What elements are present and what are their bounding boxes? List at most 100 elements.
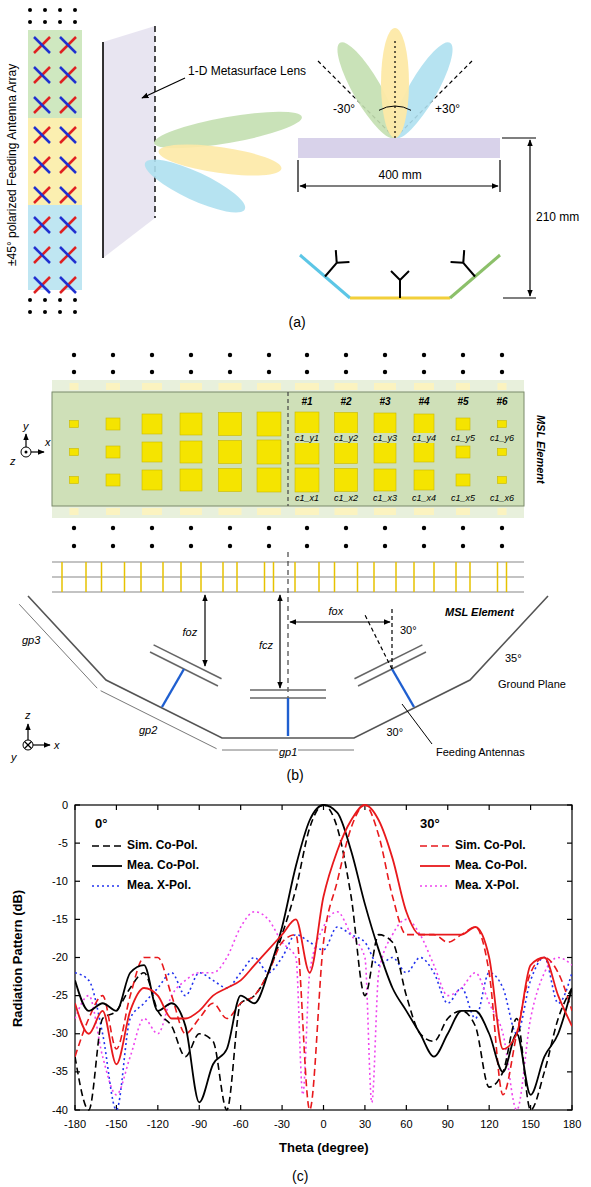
legend-sample bbox=[92, 885, 122, 887]
faded-patch bbox=[180, 383, 202, 390]
tick-mark bbox=[567, 919, 572, 920]
tick-mark bbox=[364, 1105, 365, 1110]
cross-element bbox=[60, 157, 76, 173]
metal-patch bbox=[374, 413, 396, 435]
faded-patch bbox=[219, 383, 242, 390]
metal-patch bbox=[219, 469, 242, 492]
antenna-stem bbox=[399, 280, 401, 298]
dot bbox=[344, 353, 348, 357]
axis-arrow bbox=[33, 744, 50, 745]
dot bbox=[111, 526, 115, 530]
dot bbox=[28, 310, 32, 314]
dot bbox=[383, 526, 387, 530]
cross-element bbox=[60, 97, 76, 113]
tick-label: 0 bbox=[62, 799, 68, 812]
dot bbox=[189, 370, 193, 374]
faded-row bbox=[52, 380, 524, 392]
panel-b bbox=[19, 353, 548, 750]
metal-patch bbox=[295, 468, 319, 492]
cross-element bbox=[60, 97, 76, 113]
dimension-label: c1_x4 bbox=[411, 493, 437, 503]
pattern-curve bbox=[75, 805, 572, 1110]
axis-arrow bbox=[25, 434, 26, 447]
metal-strip bbox=[61, 562, 63, 592]
panel-label: (a) bbox=[289, 314, 306, 330]
metal-strip bbox=[334, 562, 336, 592]
plot-frame bbox=[75, 805, 572, 1110]
tick-mark bbox=[567, 1033, 572, 1034]
lens-label: 1-D Metasurface Lens bbox=[188, 65, 306, 79]
dimension-arrow bbox=[290, 621, 390, 622]
dot bbox=[58, 20, 62, 24]
metal-strip bbox=[395, 562, 397, 592]
dot bbox=[58, 8, 62, 12]
tick-mark bbox=[74, 1105, 75, 1110]
angle-label: +30° bbox=[435, 103, 460, 117]
axis-symbol bbox=[23, 740, 33, 750]
dot bbox=[72, 370, 76, 374]
cross-element bbox=[34, 157, 50, 173]
faded-patch bbox=[498, 383, 507, 390]
feed-plane bbox=[300, 255, 350, 298]
dot bbox=[43, 8, 47, 12]
dimension-label: c1_y4 bbox=[411, 433, 437, 443]
msl-element bbox=[52, 392, 524, 506]
faded-patch bbox=[142, 383, 162, 390]
tick-label: 180 bbox=[563, 1118, 581, 1131]
dimension-arrow bbox=[204, 595, 205, 666]
antenna-feed bbox=[392, 669, 414, 707]
metal-strip bbox=[162, 562, 164, 592]
tick-label: -120 bbox=[147, 1118, 169, 1131]
tick-mark bbox=[199, 805, 200, 810]
dot bbox=[305, 353, 309, 357]
tick-mark bbox=[323, 1105, 324, 1110]
dot bbox=[422, 353, 426, 357]
dot bbox=[58, 310, 62, 314]
dot bbox=[383, 544, 387, 548]
dimension-label: c1_x1 bbox=[294, 493, 320, 503]
antenna-arm bbox=[330, 250, 343, 263]
tick-mark bbox=[75, 1109, 80, 1110]
cross-element bbox=[34, 217, 50, 233]
metal-patch bbox=[180, 441, 202, 463]
center-line bbox=[287, 552, 288, 736]
tick-mark bbox=[406, 1105, 407, 1110]
dot bbox=[422, 370, 426, 374]
tick-label: -35 bbox=[52, 1065, 68, 1078]
metal-patch bbox=[374, 469, 396, 491]
antenna-arm bbox=[457, 250, 470, 263]
normal-line bbox=[391, 608, 392, 669]
tick-label: -150 bbox=[105, 1118, 127, 1131]
metal-patch bbox=[106, 418, 120, 430]
dot bbox=[461, 353, 465, 357]
antenna-element bbox=[154, 645, 222, 679]
metal-strip bbox=[124, 562, 126, 592]
tick-mark bbox=[75, 957, 80, 958]
cross-element bbox=[60, 127, 76, 143]
axis-label: y bbox=[23, 420, 29, 433]
tick-mark bbox=[157, 805, 158, 810]
antenna-stem bbox=[463, 263, 475, 277]
metal-patch bbox=[456, 474, 470, 486]
panel-label: (b) bbox=[287, 767, 304, 783]
faded-row bbox=[52, 506, 524, 518]
faded-patch bbox=[374, 508, 396, 515]
tick-label: 30 bbox=[359, 1118, 371, 1131]
faded-patch bbox=[142, 508, 162, 515]
dot bbox=[189, 353, 193, 357]
dot bbox=[28, 8, 32, 12]
cross-element bbox=[34, 127, 50, 143]
faded-patch bbox=[257, 508, 281, 515]
cross-element bbox=[60, 277, 76, 293]
faded-patch bbox=[498, 508, 507, 515]
axis-label: x bbox=[54, 739, 60, 752]
tick-label: 90 bbox=[442, 1118, 454, 1131]
cross-element bbox=[34, 127, 50, 143]
antenna-arm bbox=[391, 271, 400, 280]
axis-title: Radiation Pattern (dB) bbox=[11, 889, 26, 1026]
dot bbox=[422, 544, 426, 548]
metal-patch bbox=[106, 446, 120, 458]
cross-element bbox=[60, 247, 76, 263]
metal-patch bbox=[70, 449, 79, 456]
